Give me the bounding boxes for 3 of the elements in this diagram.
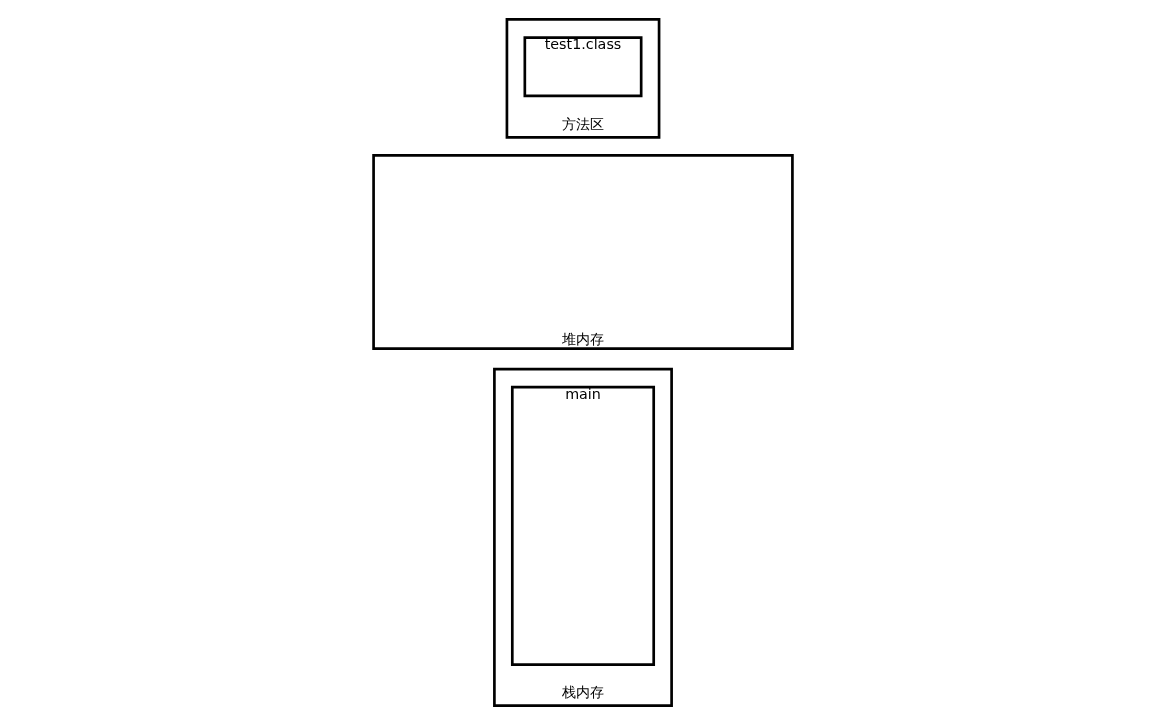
node-box: main <box>510 385 656 666</box>
node-box: 堆内存 <box>372 154 794 350</box>
node-box: test1.class <box>523 36 643 98</box>
